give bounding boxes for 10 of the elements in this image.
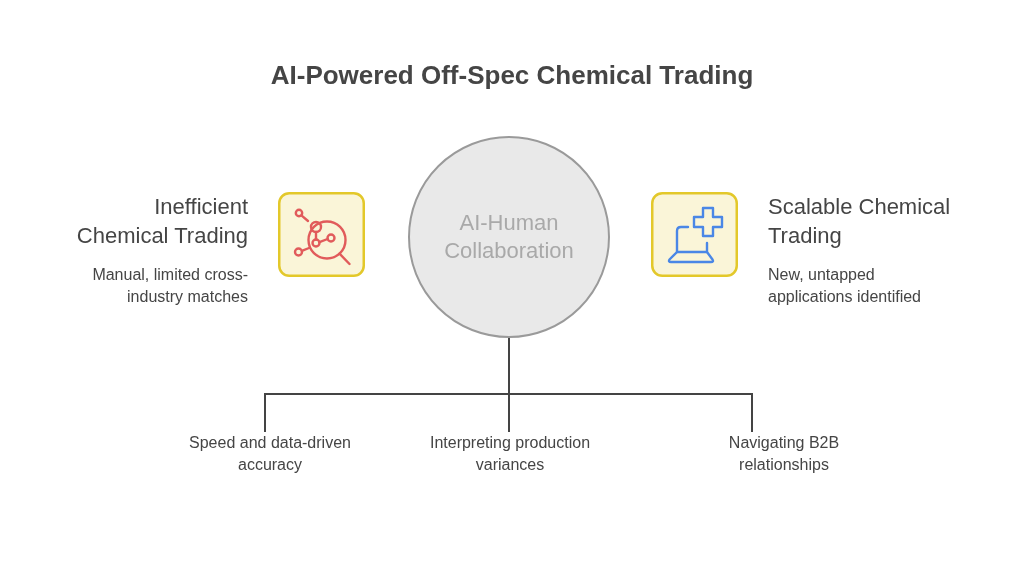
diagram-title: AI-Powered Off-Spec Chemical Trading	[270, 59, 754, 92]
connector-line	[508, 337, 753, 433]
branch-label: Interpreting production variances	[410, 432, 610, 476]
item-heading: Scalable Chemical Trading	[768, 193, 952, 250]
item-description: Manual, limited cross-industry matches	[91, 265, 248, 307]
branch-label: Navigating B2B relationships	[704, 432, 864, 476]
item-description: New, untapped applications identified	[768, 265, 922, 307]
hub-label: AI-Human Collaboration	[443, 209, 575, 265]
item-heading: Inefficient Chemical Trading	[75, 193, 248, 250]
branch-label: Speed and data-driven accuracy	[170, 432, 370, 476]
